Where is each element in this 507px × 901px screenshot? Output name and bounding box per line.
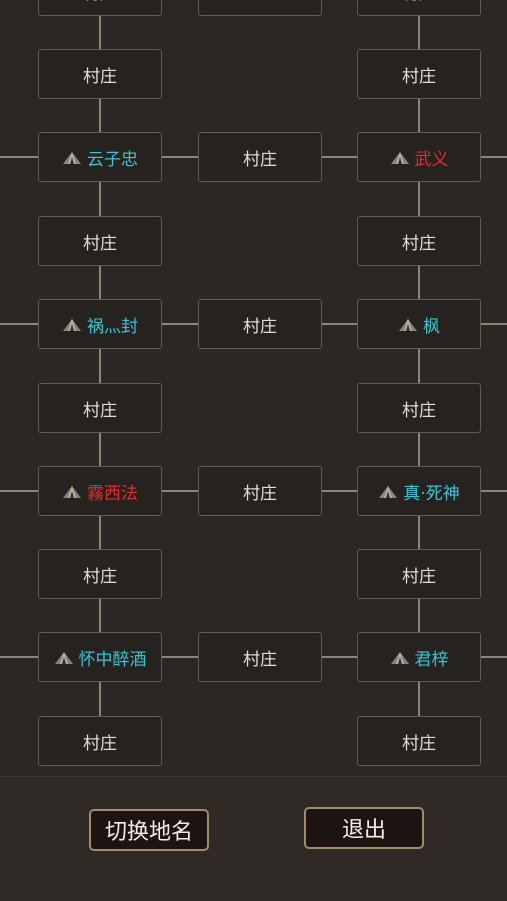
path-connector (418, 182, 420, 216)
territory-node[interactable]: 怀中醉酒 (38, 632, 162, 682)
territory-node[interactable]: 云子忠 (38, 132, 162, 182)
village-label: 村庄 (83, 0, 117, 4)
village-node[interactable]: 村庄 (198, 466, 322, 516)
village-label: 村庄 (83, 66, 117, 87)
owner-name: 真·死神 (403, 483, 460, 504)
village-label: 村庄 (402, 233, 436, 254)
village-label: 村庄 (402, 566, 436, 587)
village-label: 村庄 (402, 0, 436, 4)
path-connector (322, 323, 357, 325)
village-label: 村庄 (243, 149, 277, 170)
territory-map: 村庄村庄村庄村庄村庄村庄村庄村庄村庄村庄村庄村庄云子忠村庄武义祸灬封村庄枫霧西法… (0, 0, 507, 766)
territory-node[interactable]: 君梓 (357, 632, 481, 682)
path-connector (0, 490, 38, 492)
tent-icon (62, 150, 82, 164)
tent-icon (62, 484, 82, 498)
village-node[interactable]: 村庄 (198, 632, 322, 682)
tent-icon (390, 650, 410, 664)
village-node[interactable]: 村庄 (38, 0, 162, 16)
owner-name: 怀中醉酒 (78, 649, 147, 670)
path-connector (481, 156, 507, 158)
owner-name: 云子忠 (87, 149, 138, 170)
path-connector (99, 266, 101, 299)
territory-node[interactable]: 霧西法 (38, 466, 162, 516)
path-connector (0, 656, 38, 658)
path-connector (418, 599, 420, 632)
path-connector (99, 516, 101, 549)
village-node[interactable]: 村庄 (38, 383, 162, 433)
village-node[interactable]: 村庄 (38, 549, 162, 599)
territory-node[interactable]: 祸灬封 (38, 299, 162, 349)
tent-icon (62, 317, 82, 331)
village-label: 村庄 (402, 733, 436, 754)
village-label: 村庄 (243, 316, 277, 337)
path-connector (0, 156, 38, 158)
tent-icon (378, 484, 398, 498)
tent-icon (54, 650, 74, 664)
path-connector (418, 516, 420, 549)
bottom-bar: 切换地名 退出 (0, 776, 507, 901)
village-node[interactable]: 村庄 (198, 132, 322, 182)
village-label: 村庄 (83, 733, 117, 754)
switch-name-button[interactable]: 切换地名 (89, 809, 209, 851)
village-node[interactable]: 村庄 (357, 0, 481, 16)
village-node[interactable]: 村庄 (357, 549, 481, 599)
path-connector (99, 182, 101, 216)
village-label: 村庄 (402, 66, 436, 87)
path-connector (322, 156, 357, 158)
path-connector (322, 656, 357, 658)
path-connector (99, 16, 101, 49)
village-label: 村庄 (402, 400, 436, 421)
village-node[interactable]: 村庄 (357, 49, 481, 99)
village-label: 村庄 (83, 233, 117, 254)
path-connector (418, 349, 420, 383)
path-connector (418, 99, 420, 132)
territory-node[interactable]: 枫 (357, 299, 481, 349)
owner-name: 霧西法 (87, 483, 138, 504)
path-connector (99, 682, 101, 716)
path-connector (162, 156, 198, 158)
village-node[interactable]: 村庄 (38, 49, 162, 99)
village-node[interactable] (198, 0, 322, 16)
path-connector (99, 99, 101, 132)
exit-button[interactable]: 退出 (304, 807, 424, 849)
village-node[interactable]: 村庄 (38, 716, 162, 766)
village-node[interactable]: 村庄 (357, 383, 481, 433)
tent-icon (398, 317, 418, 331)
path-connector (481, 323, 507, 325)
territory-node[interactable]: 武义 (357, 132, 481, 182)
path-connector (418, 266, 420, 299)
path-connector (322, 490, 357, 492)
path-connector (162, 323, 198, 325)
path-connector (0, 323, 38, 325)
path-connector (418, 16, 420, 49)
village-label: 村庄 (243, 649, 277, 670)
path-connector (99, 433, 101, 466)
path-connector (481, 656, 507, 658)
village-label: 村庄 (83, 400, 117, 421)
owner-name: 枫 (423, 316, 440, 337)
territory-node[interactable]: 真·死神 (357, 466, 481, 516)
owner-name: 君梓 (414, 649, 449, 670)
village-label: 村庄 (243, 483, 277, 504)
village-label: 村庄 (83, 566, 117, 587)
village-node[interactable]: 村庄 (38, 216, 162, 266)
owner-name: 武义 (414, 149, 449, 170)
owner-name: 祸灬封 (87, 316, 138, 337)
path-connector (99, 599, 101, 632)
path-connector (481, 490, 507, 492)
path-connector (162, 656, 198, 658)
path-connector (99, 349, 101, 383)
path-connector (418, 433, 420, 466)
village-node[interactable]: 村庄 (198, 299, 322, 349)
village-node[interactable]: 村庄 (357, 716, 481, 766)
path-connector (162, 490, 198, 492)
tent-icon (390, 150, 410, 164)
path-connector (418, 682, 420, 716)
village-node[interactable]: 村庄 (357, 216, 481, 266)
